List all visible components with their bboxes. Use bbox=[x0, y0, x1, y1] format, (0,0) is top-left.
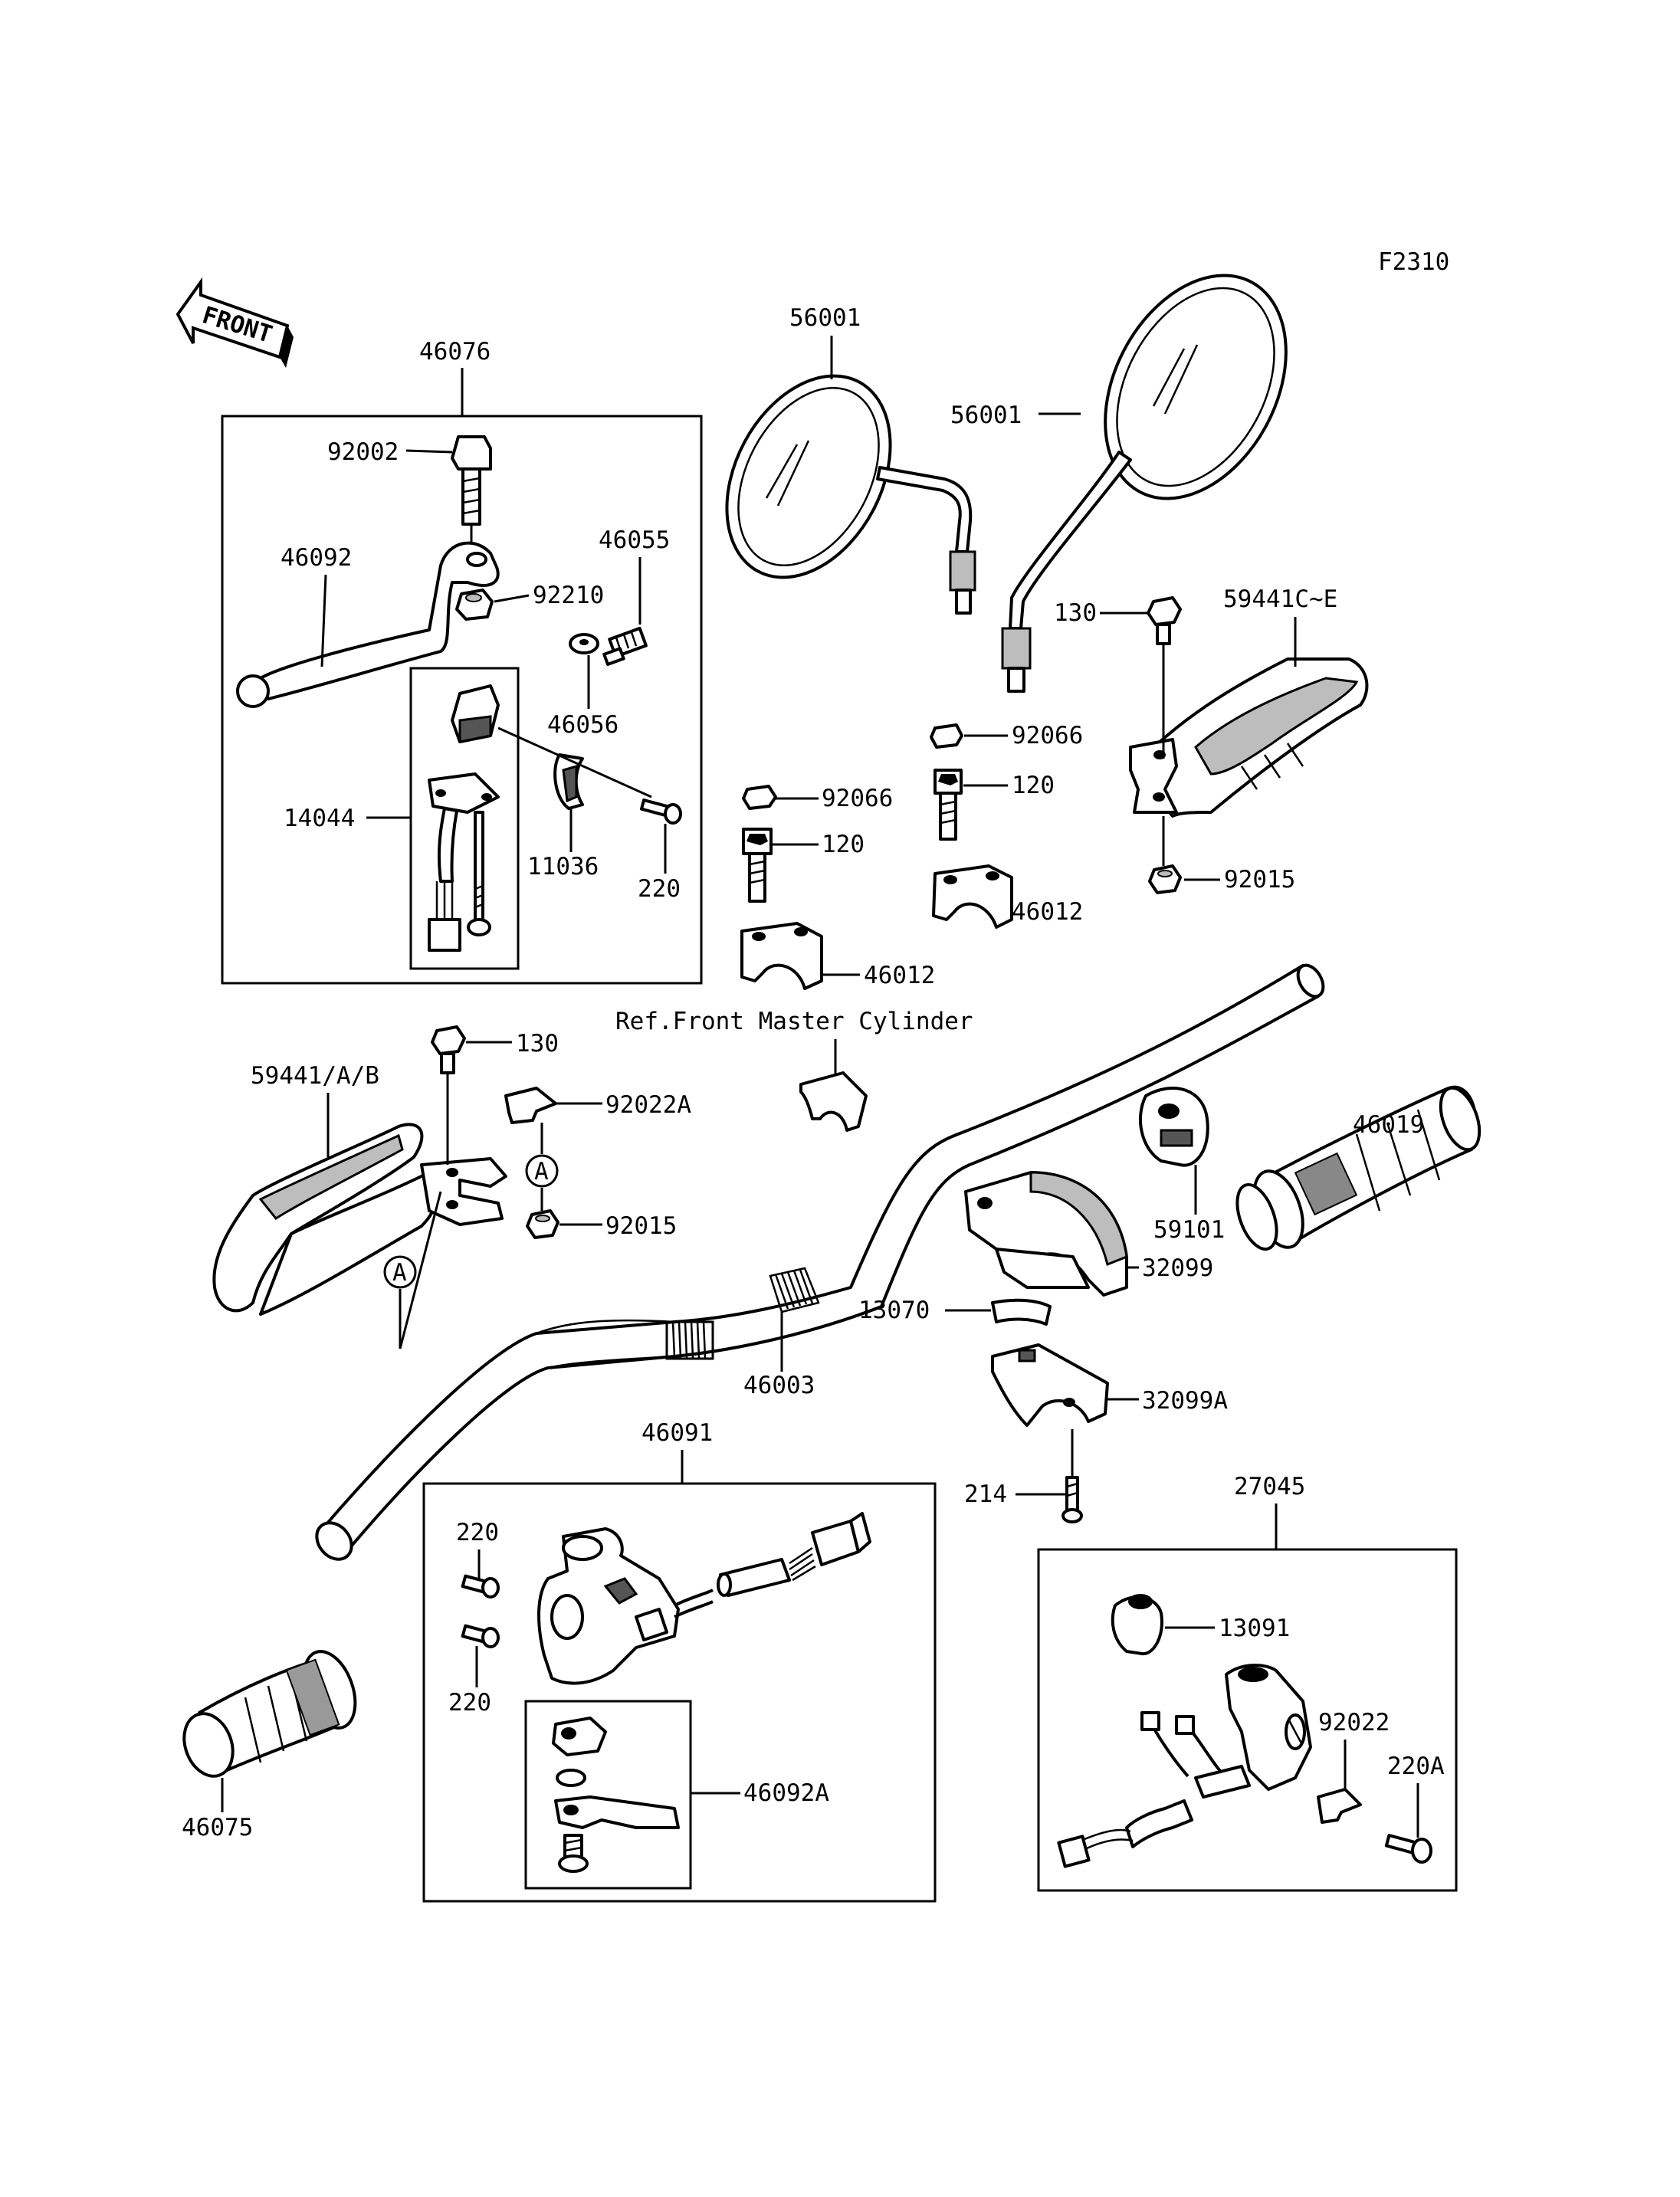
label-92066-left: 92066 bbox=[822, 785, 893, 812]
label-92022: 92022 bbox=[1318, 1709, 1390, 1736]
callout-a-lower: A bbox=[383, 1255, 417, 1289]
label-46012-left: 46012 bbox=[864, 962, 935, 989]
housing-32099a bbox=[991, 1343, 1109, 1427]
switch-housing-46091 bbox=[537, 1527, 714, 1685]
master-cylinder-clamp bbox=[799, 1071, 868, 1132]
label-92066-right: 92066 bbox=[1012, 722, 1083, 749]
mirror-56001-right bbox=[1001, 274, 1288, 693]
bolt-130-right bbox=[1147, 596, 1182, 645]
locknut-46056 bbox=[569, 633, 599, 654]
box-46076 bbox=[221, 415, 703, 985]
label-11036: 11036 bbox=[527, 853, 599, 880]
label-220-b: 220 bbox=[448, 1689, 491, 1717]
label-130-left: 130 bbox=[516, 1030, 559, 1058]
part-13091 bbox=[1111, 1594, 1163, 1656]
box-46091 bbox=[422, 1482, 937, 1903]
label-120-left: 120 bbox=[822, 831, 865, 858]
label-27045: 27045 bbox=[1234, 1473, 1305, 1500]
wire-harness-46091 bbox=[717, 1512, 871, 1597]
figure-code: F2310 bbox=[1378, 248, 1449, 276]
label-46091: 46091 bbox=[641, 1419, 713, 1447]
box-46092a bbox=[524, 1700, 692, 1890]
lever-46092 bbox=[236, 541, 500, 708]
bracket-14044 bbox=[428, 684, 500, 952]
part-13070 bbox=[991, 1298, 1052, 1326]
washer-92066-right bbox=[930, 723, 963, 749]
lever-46092a bbox=[552, 1717, 680, 1873]
label-32099: 32099 bbox=[1142, 1254, 1213, 1282]
clamp-46012-right bbox=[932, 864, 1013, 929]
screw-220-a bbox=[461, 1574, 500, 1599]
nut-92210 bbox=[455, 589, 494, 621]
label-14044: 14044 bbox=[284, 805, 355, 832]
label-32099a: 32099A bbox=[1142, 1387, 1228, 1415]
label-56001-left: 56001 bbox=[789, 304, 861, 332]
label-46075: 46075 bbox=[182, 1814, 253, 1841]
label-220-top: 220 bbox=[638, 875, 681, 903]
label-46055: 46055 bbox=[599, 526, 670, 554]
label-13091: 13091 bbox=[1219, 1615, 1290, 1642]
clamp-46012-left bbox=[740, 922, 823, 990]
label-46092a: 46092A bbox=[743, 1779, 829, 1807]
label-46019: 46019 bbox=[1353, 1111, 1424, 1139]
housing-32099 bbox=[964, 1171, 1128, 1297]
label-46012-right: 46012 bbox=[1012, 898, 1083, 926]
label-92015-left: 92015 bbox=[605, 1212, 677, 1240]
bolt-130-left bbox=[431, 1025, 466, 1074]
label-92002: 92002 bbox=[327, 438, 399, 466]
label-92015-right: 92015 bbox=[1224, 866, 1295, 894]
clamp-11036 bbox=[553, 753, 584, 810]
label-59101: 59101 bbox=[1153, 1216, 1225, 1244]
nut-92015-left bbox=[526, 1209, 559, 1239]
label-46056: 46056 bbox=[547, 711, 619, 739]
screw-220-top bbox=[639, 798, 682, 825]
handguard-59441-a-b bbox=[212, 1123, 507, 1316]
label-220a: 220A bbox=[1387, 1753, 1445, 1780]
bolt-120-right bbox=[934, 769, 963, 841]
screw-220-b bbox=[461, 1624, 500, 1648]
screw-214 bbox=[1061, 1476, 1083, 1523]
switch-assembly-27045 bbox=[1057, 1664, 1312, 1868]
svg-text:A: A bbox=[534, 1158, 549, 1185]
callout-a-upper: A bbox=[525, 1154, 559, 1188]
part-59101 bbox=[1139, 1087, 1209, 1167]
label-92210: 92210 bbox=[533, 582, 604, 609]
handlebar-46003 bbox=[315, 963, 1325, 1561]
label-120-right: 120 bbox=[1012, 772, 1055, 799]
grip-46075 bbox=[182, 1650, 357, 1778]
label-214: 214 bbox=[964, 1481, 1007, 1508]
front-arrow-icon: FRONT bbox=[176, 277, 294, 368]
clip-92022 bbox=[1317, 1788, 1362, 1824]
screw-220a bbox=[1384, 1834, 1432, 1864]
adjuster-46055 bbox=[602, 626, 648, 666]
label-59441-a-b: 59441/A/B bbox=[251, 1062, 379, 1090]
grip-46019 bbox=[1235, 1085, 1481, 1251]
label-46092: 46092 bbox=[281, 544, 352, 572]
label-130-right: 130 bbox=[1054, 599, 1097, 627]
clip-92022a bbox=[504, 1087, 557, 1124]
label-46003: 46003 bbox=[743, 1372, 815, 1399]
nut-92015-right bbox=[1148, 864, 1182, 894]
label-13070: 13070 bbox=[858, 1297, 930, 1324]
box-27045 bbox=[1037, 1548, 1458, 1892]
label-59441c-e: 59441C~E bbox=[1223, 585, 1337, 613]
washer-92066-left bbox=[742, 785, 777, 810]
label-56001-right: 56001 bbox=[950, 402, 1022, 429]
bolt-120-left bbox=[742, 828, 773, 903]
ref-note: Ref.Front Master Cylinder bbox=[615, 1008, 973, 1035]
mirror-56001-left bbox=[725, 374, 976, 615]
label-46076: 46076 bbox=[419, 338, 491, 366]
bolt-92002 bbox=[451, 435, 492, 526]
handguard-59441c-e bbox=[1129, 657, 1369, 818]
label-92022a: 92022A bbox=[605, 1091, 691, 1119]
label-220-a: 220 bbox=[456, 1519, 499, 1546]
svg-text:A: A bbox=[392, 1259, 407, 1287]
